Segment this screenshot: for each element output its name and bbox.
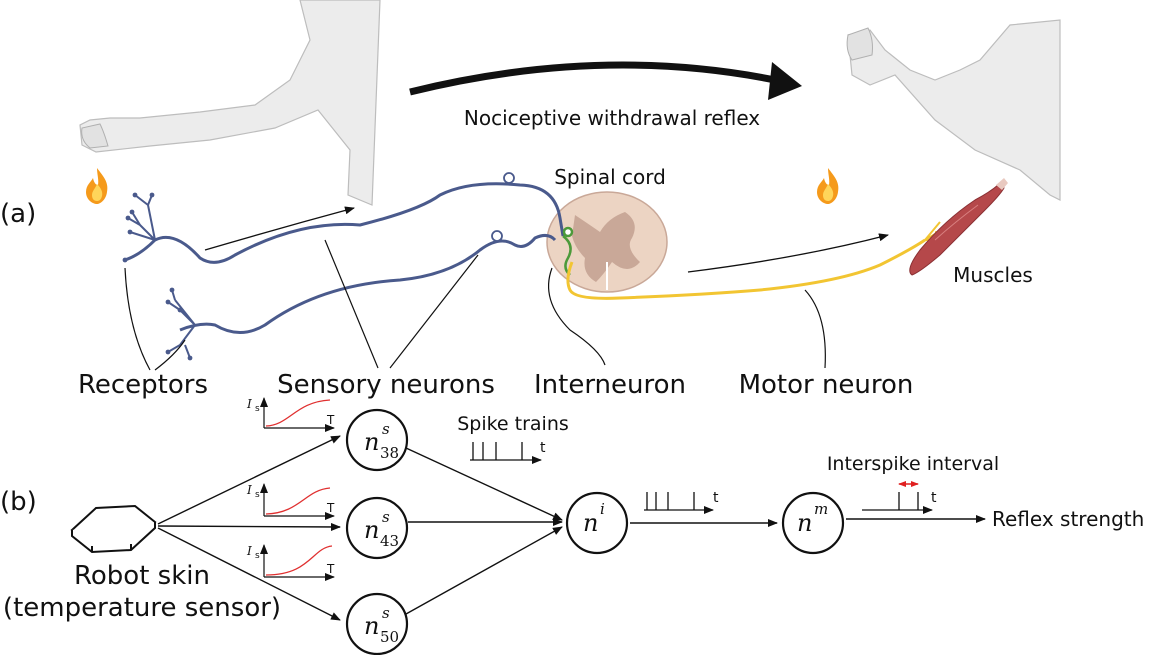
node-symbol: n	[583, 509, 598, 537]
reflex-strength-label: Reflex strength	[992, 507, 1144, 531]
panel-b-label: (b)	[0, 487, 37, 517]
motor-node: n m	[781, 491, 845, 555]
receptor-endings	[122, 192, 193, 361]
skin-to-sensory-arrows	[157, 435, 341, 621]
label-leader-lines	[124, 239, 826, 371]
panel-a-label: (a)	[0, 199, 36, 229]
robot-skin-icon	[70, 504, 157, 554]
reflex-transition-arrow	[409, 61, 776, 96]
sensory-node-50: n s 50	[345, 592, 409, 656]
reflex-arrowhead	[768, 62, 802, 100]
current-subscript: s	[255, 404, 260, 414]
axis-T-label: T	[326, 562, 335, 576]
current-plot-38: I s T	[246, 397, 335, 432]
arrow-receptor-direction	[204, 206, 355, 251]
current-label: I	[246, 397, 252, 411]
temperature-sensor-label: (temperature sensor)	[3, 593, 281, 623]
current-subscript: s	[255, 551, 260, 561]
node-symbol: n	[364, 428, 379, 456]
robot-skin-label: Robot skin	[74, 561, 210, 591]
axis-t-label: t	[931, 490, 937, 506]
node-superscript: s	[382, 508, 390, 526]
node-symbol: n	[364, 612, 379, 640]
current-plot-43: I s T	[246, 483, 335, 520]
arm-extended-illustration	[79, 0, 381, 206]
node-superscript: s	[382, 604, 390, 622]
arrow-motor-direction	[687, 233, 889, 273]
node-symbol: n	[364, 516, 379, 544]
sensory-neurons-label: Sensory neurons	[277, 370, 495, 400]
axis-t-label: t	[713, 490, 719, 506]
axis-T-label: T	[326, 501, 335, 515]
flame-icon	[86, 168, 108, 204]
spike-train-motor	[862, 492, 933, 514]
spinal-cord-label: Spinal cord	[554, 165, 666, 189]
interneuron-label: Interneuron	[534, 370, 686, 400]
node-superscript: m	[814, 500, 828, 518]
sensory-node-43: n s 43	[345, 496, 409, 560]
muscles-label: Muscles	[953, 263, 1033, 287]
node-superscript: i	[600, 500, 605, 518]
muscle-illustration	[909, 178, 1008, 276]
current-plot-50: I s T	[246, 544, 335, 581]
flame-icon	[817, 168, 839, 204]
spike-train-sensory	[470, 442, 542, 464]
node-superscript: s	[382, 420, 390, 438]
receptors-label: Receptors	[78, 370, 208, 400]
sensory-to-inter-arrows	[405, 447, 563, 615]
current-label: I	[246, 544, 252, 558]
motor-neuron-label: Motor neuron	[739, 370, 914, 400]
spike-trains-label: Spike trains	[457, 413, 569, 435]
reflex-title: Nociceptive withdrawal reflex	[464, 106, 760, 130]
interneuron-path	[562, 226, 574, 276]
node-subscript: 50	[380, 628, 399, 646]
arm-flexed-illustration	[846, 19, 1061, 201]
spinal-cord-cross-section	[546, 191, 668, 293]
axis-t-label: t	[540, 440, 546, 456]
sensory-node-38: n s 38	[345, 408, 409, 472]
node-symbol: n	[797, 509, 812, 537]
inter-node: n i	[565, 491, 629, 555]
spike-train-inter	[644, 492, 714, 514]
node-subscript: 38	[380, 444, 399, 462]
current-label: I	[246, 483, 252, 497]
axis-T-label: T	[326, 413, 335, 427]
node-subscript: 43	[380, 532, 399, 550]
sensory-neuron-lower	[167, 230, 557, 359]
sensory-neuron-upper	[124, 172, 565, 264]
current-subscript: s	[255, 490, 260, 500]
interspike-label: Interspike interval	[827, 453, 999, 475]
